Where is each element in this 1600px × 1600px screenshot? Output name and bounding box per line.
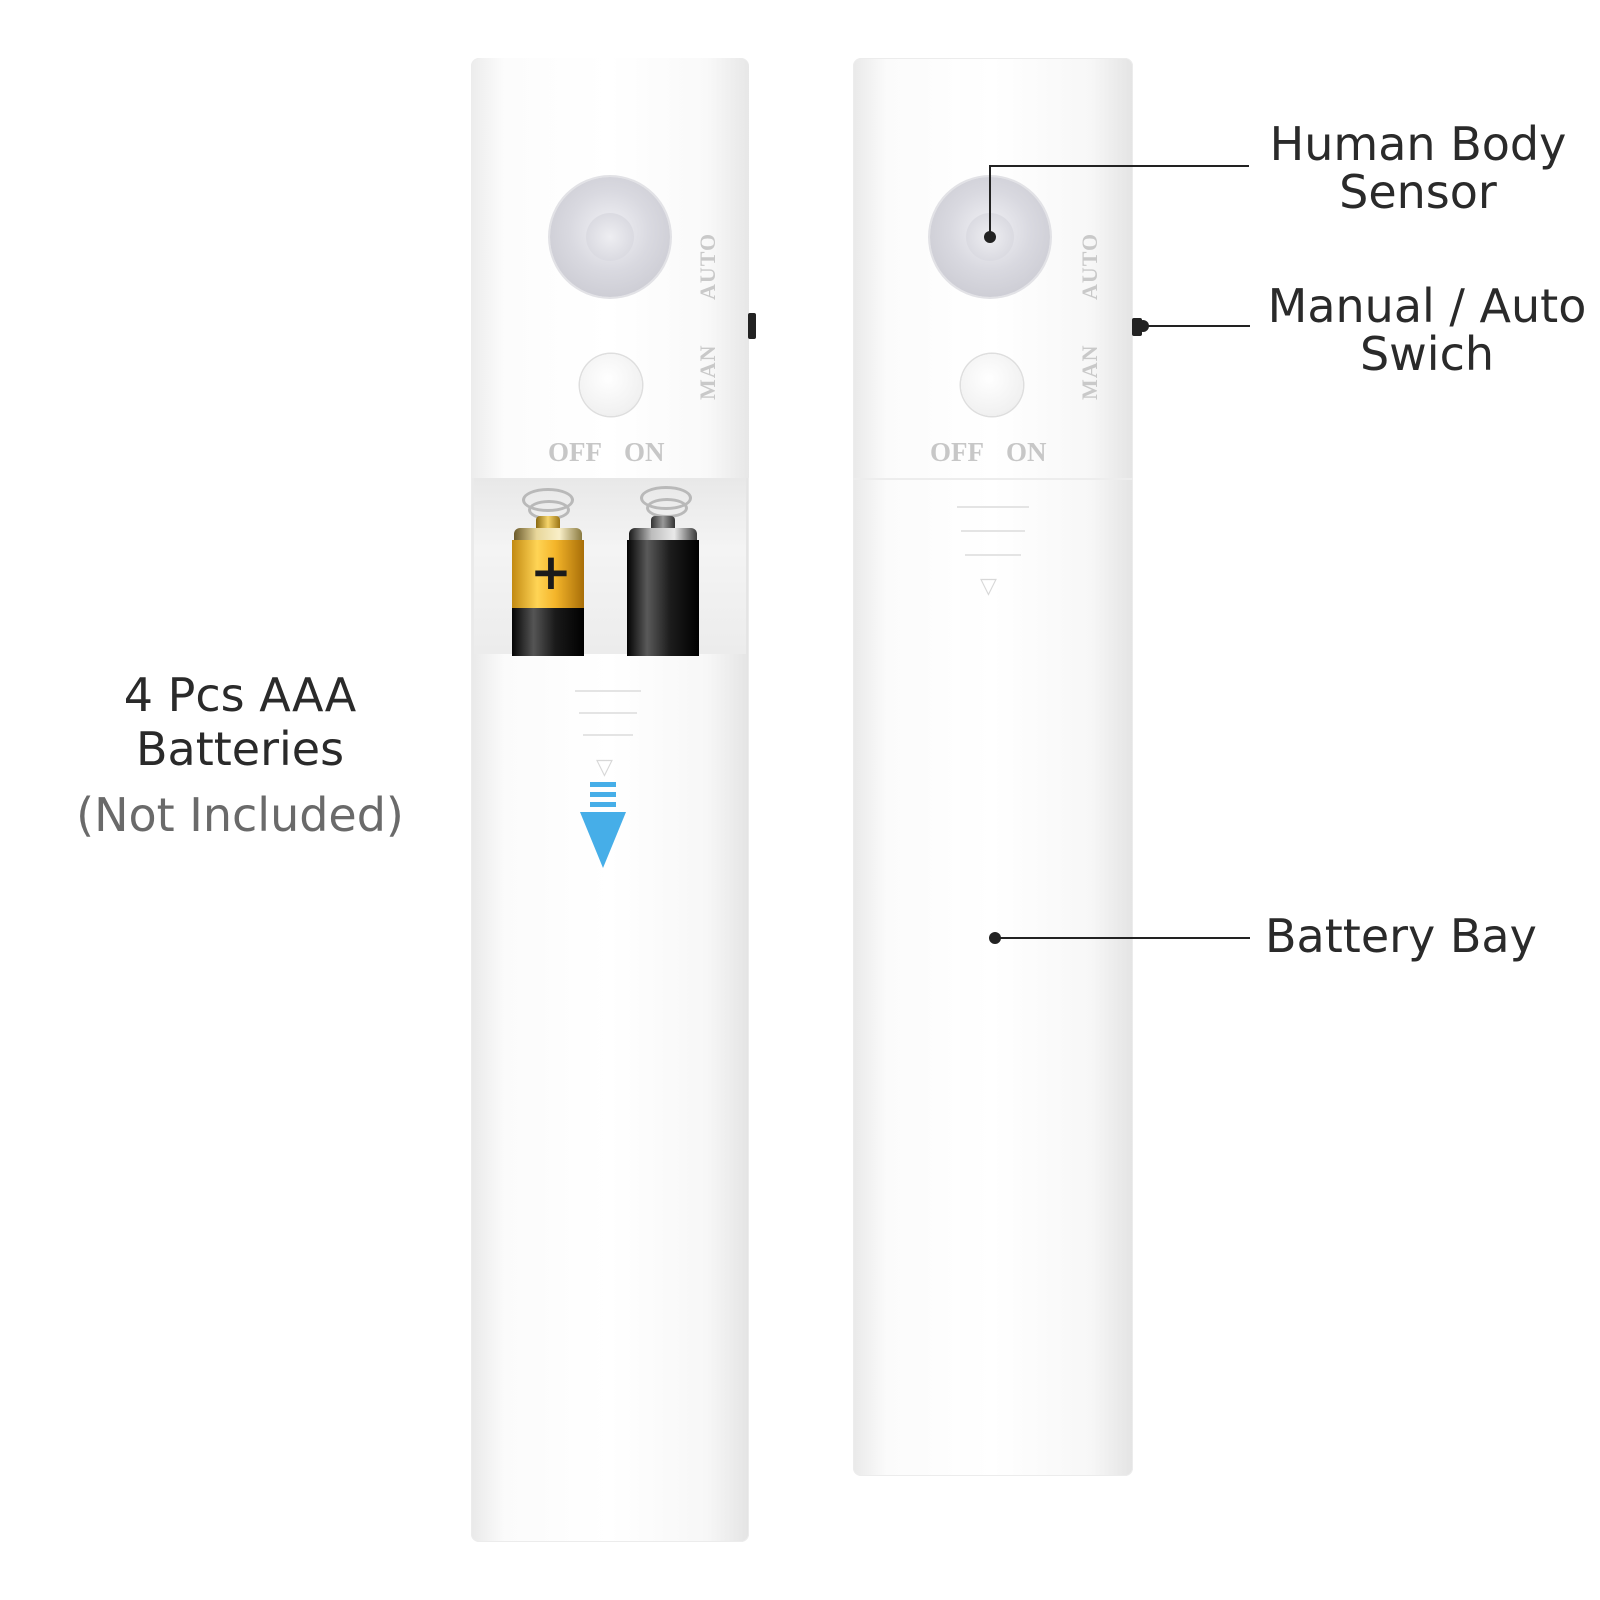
switch-callout-line1: Manual / Auto — [1267, 279, 1587, 333]
right-off-label: OFF — [930, 437, 984, 467]
battery-black-cap — [651, 516, 675, 530]
battery-gold-body — [512, 540, 584, 608]
left-slide-hint-icon: ▽ — [596, 755, 613, 780]
right-grip-line-2 — [961, 530, 1025, 532]
switch-callout-line2: Swich — [1359, 327, 1495, 381]
left-spring-4 — [646, 498, 688, 518]
down-arrow-icon — [580, 782, 626, 882]
bay-callout-line — [995, 937, 1250, 939]
left-on-label: ON — [624, 437, 665, 467]
left-grip-line-3 — [583, 734, 633, 736]
sensor-callout-line — [989, 165, 1249, 167]
battery-black-body — [627, 540, 699, 656]
battery-gold-shoulder — [514, 528, 582, 542]
right-slide-hint-icon: ▽ — [980, 574, 997, 599]
batteries-note-line3: (Not Included) — [76, 788, 404, 842]
battery-gold-cap — [536, 516, 560, 530]
left-grip-line-2 — [579, 712, 637, 714]
left-sensor-lens-icon — [550, 177, 670, 297]
right-device-seam — [853, 478, 1133, 480]
battery-plus-sign: + — [530, 543, 572, 601]
right-man-label: MAN — [1077, 344, 1102, 400]
arrow-bar-2 — [590, 792, 616, 797]
switch-callout-label: Manual / Auto Swich — [1262, 282, 1592, 378]
left-auto-label: AUTO — [695, 232, 720, 300]
left-mode-switch[interactable] — [748, 313, 756, 339]
battery-gold-black-body — [512, 608, 584, 656]
batteries-note: 4 Pcs AAA Batteries (Not Included) — [60, 668, 420, 842]
batteries-note-line1: 4 Pcs AAA — [123, 668, 357, 722]
arrow-bar-1 — [590, 782, 616, 787]
left-power-button[interactable] — [580, 354, 642, 416]
arrow-bar-3 — [590, 802, 616, 807]
right-grip-line-1 — [957, 506, 1029, 508]
arrow-head — [580, 812, 626, 868]
battery-black-icon — [625, 516, 701, 656]
switch-callout-line — [1143, 325, 1250, 327]
left-grip-line-1 — [575, 690, 641, 692]
right-power-button[interactable] — [961, 354, 1023, 416]
sensor-callout-vline — [989, 166, 991, 236]
left-man-label: MAN — [695, 344, 720, 400]
sensor-callout-line2: Sensor — [1339, 165, 1497, 219]
sensor-callout-line1: Human Body — [1269, 117, 1567, 171]
left-off-label: OFF — [548, 437, 602, 467]
sensor-callout-label: Human Body Sensor — [1258, 120, 1578, 216]
right-auto-label: AUTO — [1077, 232, 1102, 300]
sensor-callout-dot — [984, 231, 996, 243]
battery-black-shoulder — [629, 528, 697, 542]
battery-icon: + — [510, 516, 586, 656]
right-on-label: ON — [1006, 437, 1047, 467]
right-grip-line-3 — [965, 554, 1021, 556]
batteries-note-line2: Batteries — [135, 722, 345, 776]
battery-bay-label: Battery Bay — [1265, 909, 1537, 963]
